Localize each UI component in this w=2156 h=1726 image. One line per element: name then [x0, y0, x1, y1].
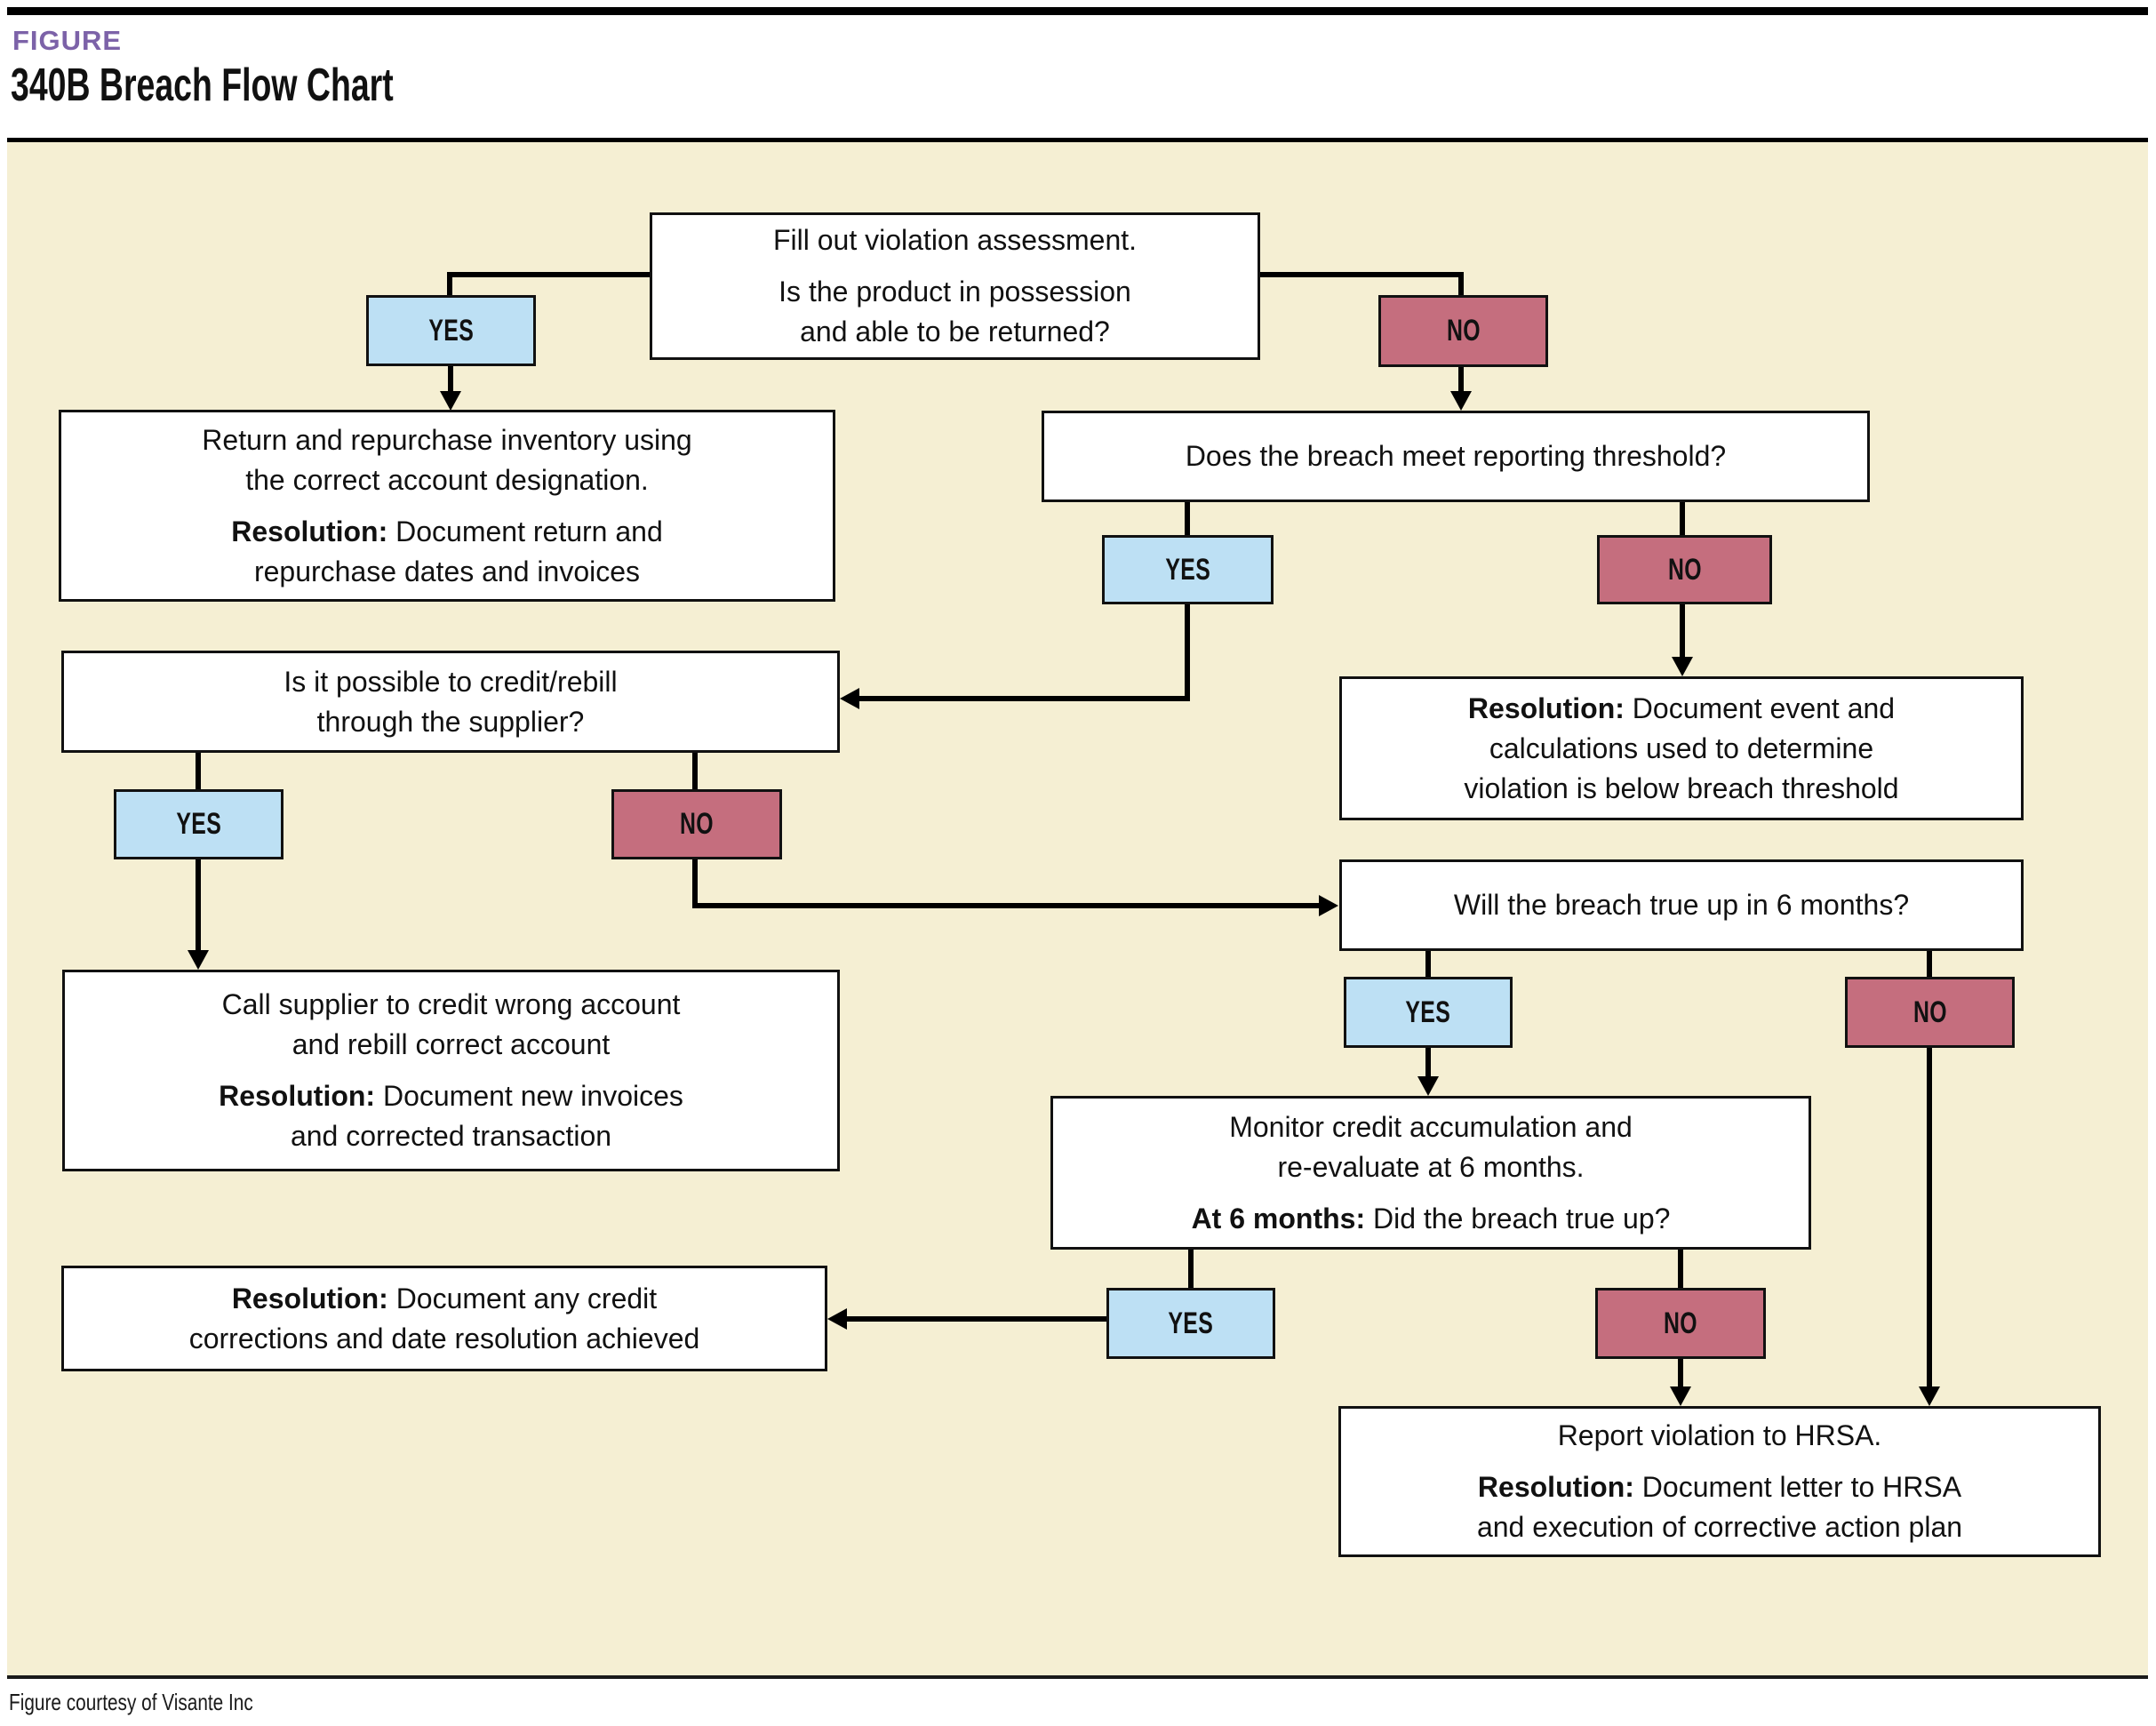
arrowhead-down-icon — [1672, 657, 1693, 676]
connector-yes1-return — [448, 366, 453, 393]
arrowhead-right-icon — [1319, 895, 1338, 916]
figure-title: 340B Breach Flow Chart — [11, 60, 394, 111]
connector-yes2-elbow-h — [858, 696, 1190, 701]
connector-yes2-elbow-v — [1185, 604, 1190, 701]
label-yes-assessment: YES — [366, 295, 536, 366]
label-yes-threshold: YES — [1102, 535, 1274, 604]
connector-assessment-no1-h — [1258, 272, 1461, 277]
connector-no2-resolutionevent — [1680, 604, 1685, 659]
connector-no5-report — [1678, 1359, 1683, 1388]
node-reporting-threshold: Does the breach meet reporting threshold… — [1042, 411, 1870, 502]
connector-assessment-no1-v — [1458, 272, 1464, 298]
top-rule-bar — [7, 7, 2148, 15]
connector-willtrueup-yes4 — [1425, 951, 1431, 977]
label-yes-trueup: YES — [1344, 977, 1513, 1048]
connector-assessment-yes1-h — [450, 272, 652, 277]
connector-no4-report — [1927, 1048, 1932, 1388]
figure-credit-caption: Figure courtesy of Visante Inc — [9, 1689, 253, 1715]
node-true-up-6-months: Will the breach true up in 6 months? — [1339, 859, 2024, 951]
node-return-repurchase: Return and repurchase inventory using th… — [59, 410, 835, 602]
label-no-assessment: NO — [1378, 295, 1548, 367]
node-monitor-credit: Monitor credit accumulation and re-evalu… — [1050, 1096, 1811, 1250]
connector-assessment-yes1-v — [447, 272, 452, 298]
label-no-threshold: NO — [1597, 535, 1772, 604]
node-credit-rebill: Is it possible to credit/rebill through … — [61, 651, 840, 753]
arrowhead-down-icon — [1417, 1076, 1439, 1096]
connector-yes4-monitor — [1425, 1048, 1431, 1078]
label-no-trueup: NO — [1845, 977, 2015, 1048]
arrowhead-down-icon — [440, 391, 461, 411]
connector-monitor-no5 — [1678, 1250, 1683, 1288]
arrowhead-down-icon — [1919, 1386, 1940, 1406]
connector-yes5-resolutioncredit — [845, 1316, 1106, 1322]
connector-willtrueup-no4 — [1927, 951, 1932, 977]
connector-doesbreach-yes2 — [1185, 502, 1190, 535]
label-no-creditrebill: NO — [611, 789, 782, 859]
arrowhead-down-icon — [188, 950, 209, 970]
node-report-hrsa: Report violation to HRSA. Resolution: Do… — [1338, 1406, 2101, 1557]
connector-doesbreach-no2 — [1680, 502, 1685, 535]
label-yes-creditrebill: YES — [114, 789, 283, 859]
label-no-6months: NO — [1595, 1288, 1766, 1359]
node-call-supplier: Call supplier to credit wrong account an… — [62, 970, 840, 1171]
arrowhead-left-icon — [827, 1308, 847, 1330]
connector-creditrebill-yes3 — [196, 753, 201, 789]
connector-no3-elbow-h — [692, 903, 1320, 908]
connector-creditrebill-no3 — [692, 753, 698, 789]
label-yes-6months: YES — [1106, 1288, 1275, 1359]
node-violation-assessment: Fill out violation assessment. Is the pr… — [650, 212, 1260, 360]
arrowhead-down-icon — [1670, 1386, 1691, 1406]
node-resolution-credit-corrections: Resolution: Document any credit correcti… — [61, 1266, 827, 1371]
arrowhead-left-icon — [840, 688, 859, 709]
connector-no3-elbow-v — [692, 859, 698, 908]
figure-eyebrow: FIGURE — [12, 25, 123, 56]
node-resolution-document-event: Resolution: Document event and calculati… — [1339, 676, 2024, 820]
connector-yes3-callsupplier — [196, 859, 201, 952]
header-divider-rule — [7, 138, 2148, 142]
connector-no1-doesbreach — [1458, 367, 1464, 393]
connector-monitor-yes5 — [1188, 1250, 1194, 1288]
arrowhead-down-icon — [1450, 391, 1472, 411]
